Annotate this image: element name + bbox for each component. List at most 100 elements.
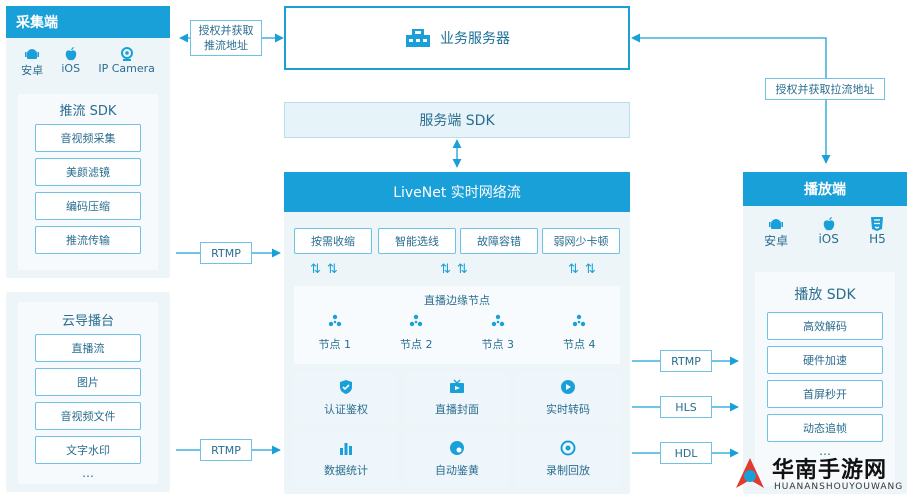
platform-label: iOS (61, 62, 81, 75)
bar-chart-icon (340, 443, 352, 455)
sdk-item: 动态追帧 (767, 414, 883, 442)
edge-nodes-box: 直播边缘节点 节点 1 节点 2 节点 3 节点 4 (294, 286, 620, 364)
server-icon (406, 29, 430, 47)
sdk-item: 美颜滤镜 (35, 158, 141, 186)
shield-check-icon (340, 380, 352, 394)
feature-item: 故障容错 (460, 228, 538, 254)
updown-arrows-icon: ⇅⇅ (310, 262, 344, 277)
player-platforms: 安卓 iOS H5 (749, 216, 901, 260)
feature-item: 按需收缩 (294, 228, 372, 254)
director-item: 音视频文件 (35, 402, 141, 430)
platform-ipcamera: IP Camera (98, 46, 155, 90)
platform-ios: iOS (818, 216, 839, 260)
node-cluster-icon (573, 314, 586, 327)
platform-android: 安卓 (764, 216, 788, 260)
updown-arrows-icon: ⇅⇅ (440, 262, 474, 277)
rtmp-capture-badge: RTMP (200, 242, 252, 264)
service-cell: 数据统计 (294, 432, 398, 486)
node-cluster-icon (328, 314, 341, 327)
replay-icon (560, 440, 576, 456)
player-title: 播放端 (743, 172, 907, 206)
service-cell: 认证鉴权 (294, 372, 398, 424)
platform-ios: iOS (61, 46, 80, 90)
server-sdk: 服务端 SDK (284, 102, 630, 138)
director-item: 文字水印 (35, 436, 141, 464)
director-panel: 云导播台 直播流 图片 音视频文件 文字水印 … (6, 292, 170, 492)
watermark-domain: HUANANSHOUYOUWANG (774, 482, 904, 492)
node-label: 节点 4 (563, 338, 596, 351)
platform-label: iOS (818, 232, 839, 246)
nodes-row: 节点 1 节点 2 节点 3 节点 4 (294, 314, 620, 352)
player-sdk-title: 播放 SDK (794, 287, 856, 303)
director-box: 云导播台 直播流 图片 音视频文件 文字水印 … (18, 302, 158, 484)
service-label: 直播封面 (435, 403, 479, 416)
player-panel: 播放端 安卓 iOS H5 播放 SDK 高效解码 硬件加速 首屏秒开 动态追帧… (743, 172, 907, 494)
service-label: 录制回放 (546, 464, 590, 477)
player-more: … (819, 444, 831, 458)
service-label: 认证鉴权 (324, 403, 368, 416)
rtmp-out-badge: RTMP (660, 350, 712, 372)
node: 节点 1 (318, 314, 352, 352)
platform-label: 安卓 (21, 64, 44, 77)
service-cell: 直播封面 (405, 372, 509, 424)
apple-icon (65, 47, 76, 61)
director-item: 直播流 (35, 334, 141, 362)
capture-panel: 采集端 安卓 iOS IP Camera 推流 SDK 音视频采集 美颜滤镜 编… (6, 6, 170, 278)
business-server-label: 业务服务器 (440, 31, 510, 47)
sdk-item: 编码压缩 (35, 192, 141, 220)
service-cell: 自动鉴黄 (405, 432, 509, 486)
webcam-icon (120, 47, 133, 61)
service-label: 数据统计 (324, 464, 368, 477)
node-cluster-icon (410, 314, 423, 327)
director-title: 云导播台 (61, 314, 114, 329)
feature-item: 智能选线 (378, 228, 456, 254)
android-icon (25, 49, 40, 59)
node-cluster-icon (491, 314, 504, 327)
platform-label: H5 (869, 232, 886, 246)
hdl-out-badge: HDL (660, 442, 712, 464)
updown-arrows-icon: ⇅⇅ (568, 262, 602, 277)
html5-icon (871, 217, 884, 231)
platform-label: 安卓 (764, 234, 789, 248)
node-label: 节点 2 (400, 338, 433, 351)
sdk-item: 硬件加速 (767, 346, 883, 374)
service-label: 自动鉴黄 (435, 464, 479, 477)
platform-android: 安卓 (21, 46, 43, 90)
hls-out-badge: HLS (660, 396, 712, 418)
capture-title: 采集端 (6, 6, 170, 38)
node: 节点 3 (481, 314, 515, 352)
tv-icon (450, 379, 464, 393)
service-cell: 实时转码 (516, 372, 620, 424)
edge-title: 直播边缘节点 (424, 294, 490, 307)
director-item: 图片 (35, 368, 141, 396)
livenet-panel: LiveNet 实时网络流 按需收缩 智能选线 故障容错 弱网少卡顿 ⇅⇅ ⇅⇅… (284, 172, 630, 494)
sdk-item: 音视频采集 (35, 124, 141, 152)
android-icon (769, 219, 784, 229)
rtmp-director-badge: RTMP (200, 439, 252, 461)
push-sdk-box: 推流 SDK 音视频采集 美颜滤镜 编码压缩 推流传输 (18, 94, 158, 270)
node-label: 节点 1 (318, 338, 352, 351)
service-label: 实时转码 (546, 403, 590, 416)
player-sdk-box: 播放 SDK 高效解码 硬件加速 首屏秒开 动态追帧 … (755, 272, 895, 486)
auth-pull-badge: 授权并获取拉流地址 (765, 78, 885, 100)
sdk-item: 推流传输 (35, 226, 141, 254)
platform-h5: H5 (869, 216, 886, 260)
sdk-item: 首屏秒开 (767, 380, 883, 408)
sdk-item: 高效解码 (767, 312, 883, 340)
node: 节点 2 (400, 314, 433, 352)
capture-platforms: 安卓 iOS IP Camera (12, 46, 164, 90)
livenet-title: LiveNet 实时网络流 (284, 172, 630, 212)
director-more: … (82, 466, 94, 480)
play-circle-icon (561, 380, 575, 394)
apple-icon (823, 217, 834, 231)
platform-label: IP Camera (98, 62, 155, 75)
watermark-brand: 华南手游网 (772, 458, 888, 483)
push-sdk-title: 推流 SDK (59, 104, 117, 119)
feature-item: 弱网少卡顿 (542, 228, 620, 254)
business-server: 业务服务器 (284, 6, 630, 70)
brand-logo-icon (736, 458, 764, 488)
auth-push-badge: 授权并获取 推流地址 (190, 20, 262, 56)
node: 节点 4 (563, 314, 596, 352)
node-label: 节点 3 (481, 338, 515, 351)
service-cell: 录制回放 (516, 432, 620, 486)
